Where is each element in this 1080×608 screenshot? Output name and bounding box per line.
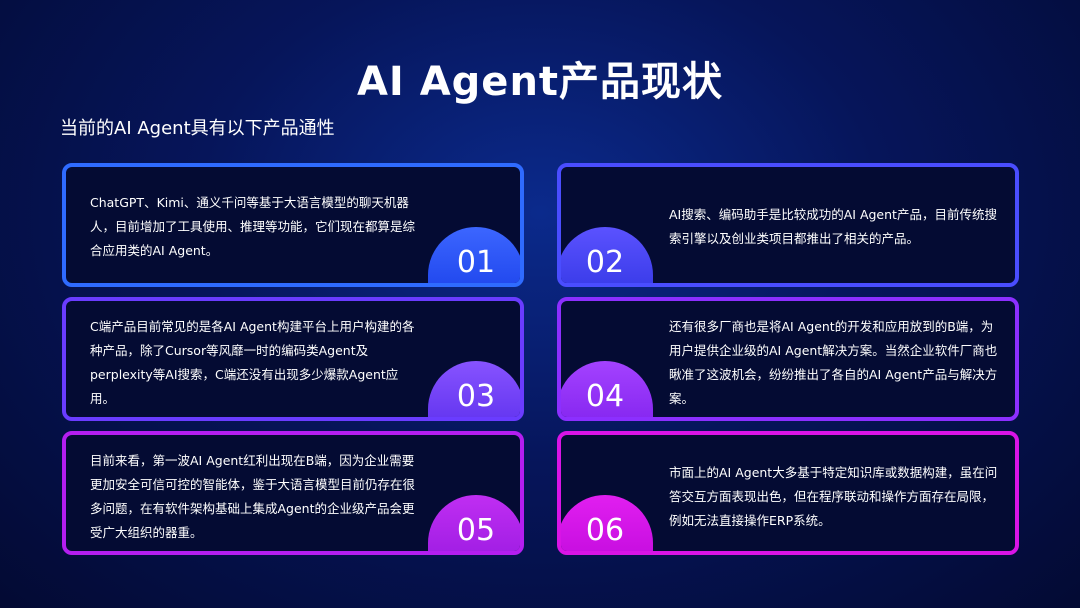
card-02: AI搜索、编码助手是比较成功的AI Agent产品，目前传统搜索引擎以及创业类项… (557, 163, 1019, 287)
card-04-text: 还有很多厂商也是将AI Agent的开发和应用放到的B端，为用户提供企业级的AI… (669, 319, 998, 406)
card-06-text: 市面上的AI Agent大多基于特定知识库或数据构建，虽在问答交互方面表现出色，… (669, 465, 998, 528)
card-04: 还有很多厂商也是将AI Agent的开发和应用放到的B端，为用户提供企业级的AI… (557, 297, 1019, 421)
card-02-badge: 02 (561, 227, 653, 283)
card-03-badge: 03 (428, 361, 520, 417)
card-01: ChatGPT、Kimi、通义千问等基于大语言模型的聊天机器人，目前增加了工具使… (62, 163, 524, 287)
card-03-number: 03 (456, 379, 496, 414)
card-05: 目前来看，第一波AI Agent红利出现在B端，因为企业需要更加安全可信可控的智… (62, 431, 524, 555)
card-06-badge: 06 (561, 495, 653, 551)
page-subtitle: 当前的AI Agent具有以下产品通性 (60, 118, 335, 139)
card-06-number: 06 (585, 513, 625, 548)
card-03-text: C端产品目前常见的是各AI Agent构建平台上用户构建的各种产品，除了Curs… (90, 319, 415, 406)
card-05-text: 目前来看，第一波AI Agent红利出现在B端，因为企业需要更加安全可信可控的智… (90, 453, 416, 540)
card-05-number: 05 (456, 513, 496, 548)
card-06: 市面上的AI Agent大多基于特定知识库或数据构建，虽在问答交互方面表现出色，… (557, 431, 1019, 555)
card-04-number: 04 (585, 379, 625, 414)
card-01-badge: 01 (428, 227, 520, 283)
page-title: AI Agent产品现状 (356, 59, 724, 105)
card-01-text: ChatGPT、Kimi、通义千问等基于大语言模型的聊天机器人，目前增加了工具使… (90, 195, 416, 258)
card-01-number: 01 (456, 245, 496, 280)
card-05-badge: 05 (428, 495, 520, 551)
card-04-badge: 04 (561, 361, 653, 417)
card-02-number: 02 (585, 245, 625, 280)
card-03: C端产品目前常见的是各AI Agent构建平台上用户构建的各种产品，除了Curs… (62, 297, 524, 421)
card-02-text: AI搜索、编码助手是比较成功的AI Agent产品，目前传统搜索引擎以及创业类项… (669, 207, 997, 246)
